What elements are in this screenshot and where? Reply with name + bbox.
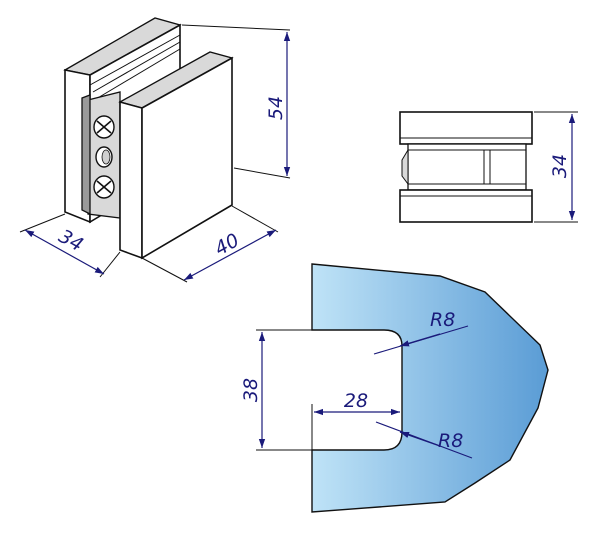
side-middle	[407, 143, 527, 191]
side-view-clamp	[399, 111, 533, 223]
dimension-radius-top: R8	[373, 309, 469, 355]
dimension-label-slot-height: 38	[240, 378, 262, 402]
dimension-iso-depth: 34	[19, 213, 121, 278]
screw-bottom-icon	[93, 175, 115, 199]
side-screw-head	[401, 148, 409, 186]
glass-panel-shape	[311, 263, 549, 513]
dimension-label-iso-height: 54	[265, 96, 287, 120]
dimension-label-radius-top: R8	[430, 309, 455, 331]
dimension-side-height: 34	[534, 111, 578, 223]
screw-top-icon	[93, 115, 115, 139]
dimension-label-iso-depth: 34	[55, 225, 87, 256]
dimension-radius-bottom: R8	[375, 421, 473, 459]
side-bottom-plate	[399, 189, 533, 223]
side-top-plate	[399, 111, 533, 145]
glass-profile	[311, 263, 549, 513]
dimension-iso-height: 54	[181, 24, 291, 179]
dimension-label-slot-depth: 28	[344, 390, 368, 412]
middle-block-edge	[81, 94, 91, 216]
dimension-label-radius-bottom: R8	[438, 430, 463, 452]
front-plate-side	[119, 100, 143, 260]
front-plate-front	[141, 56, 233, 260]
dimension-label-side-height: 34	[549, 154, 571, 178]
pin-hole-icon	[95, 146, 113, 168]
dimension-label-iso-width: 40	[211, 229, 243, 260]
dimension-slot-depth: 28	[311, 390, 400, 450]
dimension-slot-height: 38	[240, 329, 312, 451]
isometric-clamp-view	[63, 17, 234, 260]
